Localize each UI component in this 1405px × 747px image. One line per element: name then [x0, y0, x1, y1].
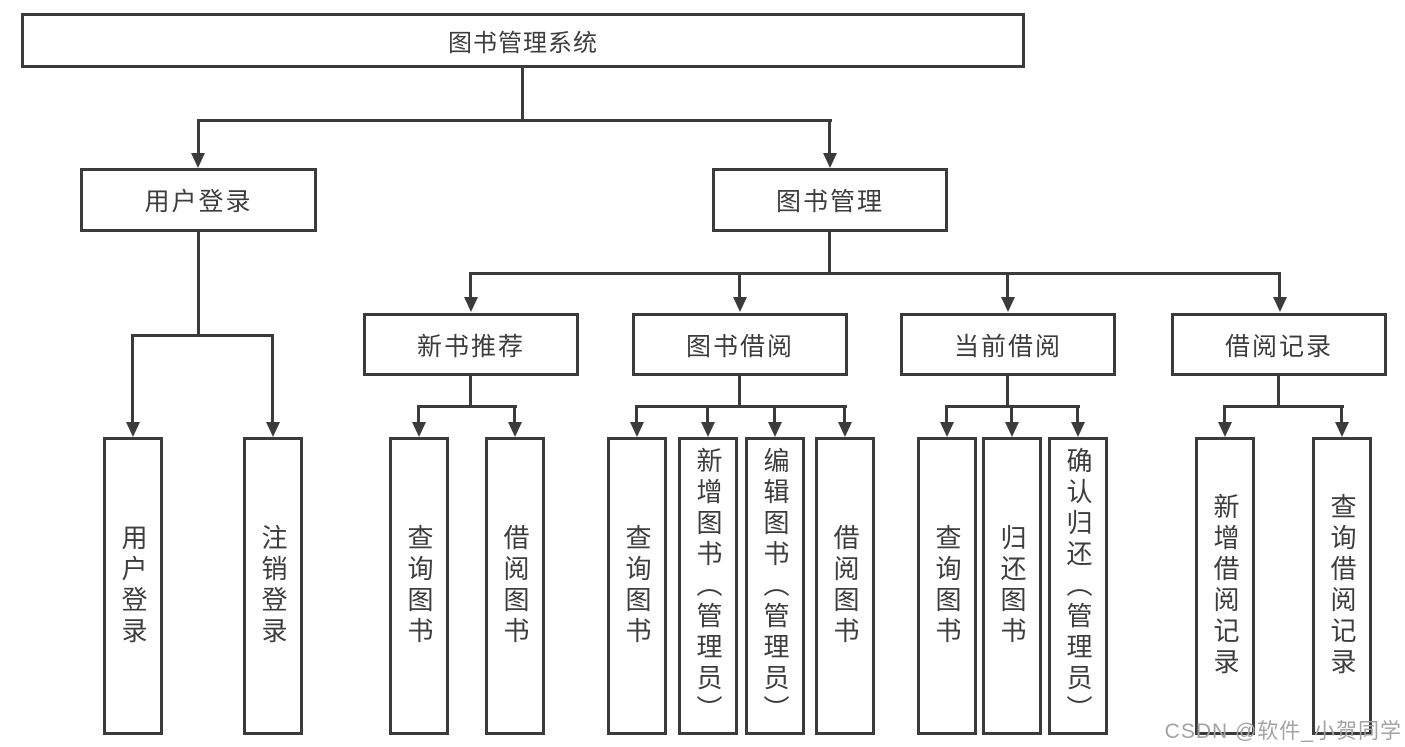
- connector-line: [828, 119, 831, 154]
- node-label: 用户登录: [144, 188, 253, 216]
- node-label: 归还图书: [997, 524, 1027, 648]
- node-label: 新增图书（管理员）: [693, 446, 723, 726]
- leaf-query-borrowing-record: 查询借阅记录: [1312, 437, 1372, 735]
- node-label: 查询借阅记录: [1327, 493, 1357, 679]
- node-label: 注销登录: [258, 524, 288, 648]
- arrow-down-icon: [1001, 297, 1015, 312]
- connector-line: [417, 405, 517, 408]
- connector-line: [1006, 272, 1009, 298]
- connector-line: [469, 376, 472, 407]
- arrow-down-icon: [940, 422, 954, 437]
- node-user-login: 用户登录: [80, 168, 317, 232]
- connector-line: [1223, 405, 1344, 408]
- arrow-down-icon: [1218, 422, 1232, 437]
- arrow-down-icon: [126, 422, 140, 437]
- node-book-borrowing: 图书借阅: [632, 313, 848, 376]
- arrow-down-icon: [838, 422, 852, 437]
- leaf-add-books-admin: 新增图书（管理员）: [678, 437, 738, 735]
- connector-line: [513, 405, 516, 423]
- node-borrowing-records: 借阅记录: [1171, 313, 1387, 376]
- arrow-down-icon: [1273, 297, 1287, 312]
- node-book-management: 图书管理: [712, 168, 948, 232]
- node-label: 借阅图书: [830, 524, 860, 648]
- leaf-borrow-books-recommend: 借阅图书: [485, 437, 545, 735]
- connector-line: [635, 405, 638, 423]
- connector-line: [131, 334, 134, 422]
- leaf-borrow-books: 借阅图书: [815, 437, 875, 735]
- connector-line: [1076, 405, 1079, 423]
- leaf-edit-books-admin: 编辑图书（管理员）: [745, 437, 805, 735]
- arrow-down-icon: [1335, 422, 1349, 437]
- node-label: 用户登录: [118, 524, 148, 648]
- arrow-down-icon: [1071, 422, 1085, 437]
- connector-line: [773, 405, 776, 423]
- node-new-book-recommendation: 新书推荐: [363, 313, 579, 376]
- node-label: 当前借阅: [953, 332, 1062, 361]
- leaf-query-books-current: 查询图书: [917, 437, 977, 735]
- leaf-return-books: 归还图书: [982, 437, 1042, 735]
- connector-line: [1278, 272, 1281, 298]
- node-label: 借阅图书: [500, 524, 530, 648]
- node-label: 借阅记录: [1224, 332, 1333, 361]
- connector-line: [706, 405, 709, 423]
- node-label: 图书管理系统: [448, 30, 598, 57]
- arrow-down-icon: [1005, 422, 1019, 437]
- node-label: 查询图书: [622, 524, 652, 648]
- node-label: 编辑图书（管理员）: [760, 446, 790, 726]
- connector-line: [469, 272, 472, 298]
- leaf-add-borrowing-record: 新增借阅记录: [1195, 437, 1255, 735]
- connector-line: [197, 232, 200, 336]
- connector-line: [1006, 376, 1009, 407]
- leaf-user-login: 用户登录: [103, 437, 163, 735]
- arrow-down-icon: [508, 422, 522, 437]
- node-label: 新书推荐: [416, 332, 525, 361]
- connector-line: [469, 272, 1281, 275]
- connector-line: [843, 405, 846, 423]
- arrow-down-icon: [768, 422, 782, 437]
- connector-line: [271, 334, 274, 422]
- csdn-watermark: CSDN @软件_小贺同学: [1164, 720, 1402, 743]
- node-library-management-system: 图书管理系统: [21, 13, 1025, 68]
- arrow-down-icon: [701, 422, 715, 437]
- leaf-confirm-return-admin: 确认归还（管理员）: [1048, 437, 1108, 735]
- node-label: 图书管理: [775, 188, 884, 216]
- arrow-down-icon: [823, 153, 837, 168]
- connector-line: [738, 272, 741, 298]
- arrow-down-icon: [191, 153, 205, 168]
- arrow-down-icon: [412, 422, 426, 437]
- connector-line: [828, 232, 831, 274]
- node-label: 查询图书: [932, 524, 962, 648]
- node-label: 确认归还（管理员）: [1063, 446, 1093, 726]
- arrow-down-icon: [266, 422, 280, 437]
- connector-line: [131, 334, 274, 337]
- connector-line: [635, 405, 847, 408]
- arrow-down-icon: [733, 297, 747, 312]
- connector-line: [945, 405, 948, 423]
- node-current-borrowing: 当前借阅: [900, 313, 1116, 376]
- connector-line: [1277, 376, 1280, 407]
- connector-line: [1010, 405, 1013, 423]
- connector-line: [521, 68, 524, 120]
- leaf-query-books-recommend: 查询图书: [389, 437, 449, 735]
- arrow-down-icon: [464, 297, 478, 312]
- leaf-logout: 注销登录: [243, 437, 303, 735]
- connector-line: [1223, 405, 1226, 423]
- connector-line: [197, 119, 200, 154]
- node-label: 新增借阅记录: [1210, 493, 1240, 679]
- node-label: 查询图书: [404, 524, 434, 648]
- leaf-query-books-borrowing: 查询图书: [607, 437, 667, 735]
- connector-line: [738, 376, 741, 407]
- arrow-down-icon: [630, 422, 644, 437]
- connector-line: [417, 405, 420, 423]
- connector-line: [1340, 405, 1343, 423]
- node-label: 图书借阅: [685, 332, 794, 361]
- connector-line: [197, 119, 832, 122]
